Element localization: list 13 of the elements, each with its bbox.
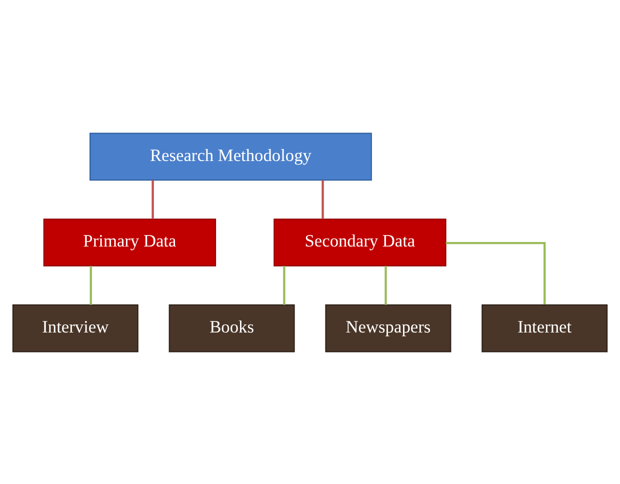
connector <box>283 265 286 304</box>
node-box: Books <box>168 304 295 352</box>
node-box: Primary Data <box>43 218 216 266</box>
node-box: Newspapers <box>325 304 452 352</box>
connector <box>322 180 324 219</box>
connector <box>384 265 387 304</box>
connector <box>152 180 154 219</box>
node-box: Internet <box>482 304 608 352</box>
connector <box>90 265 92 304</box>
node-box: Secondary Data <box>274 218 446 266</box>
node-box: Research Methodology <box>90 132 372 180</box>
connector <box>446 241 546 304</box>
node-box: Interview <box>12 304 138 352</box>
